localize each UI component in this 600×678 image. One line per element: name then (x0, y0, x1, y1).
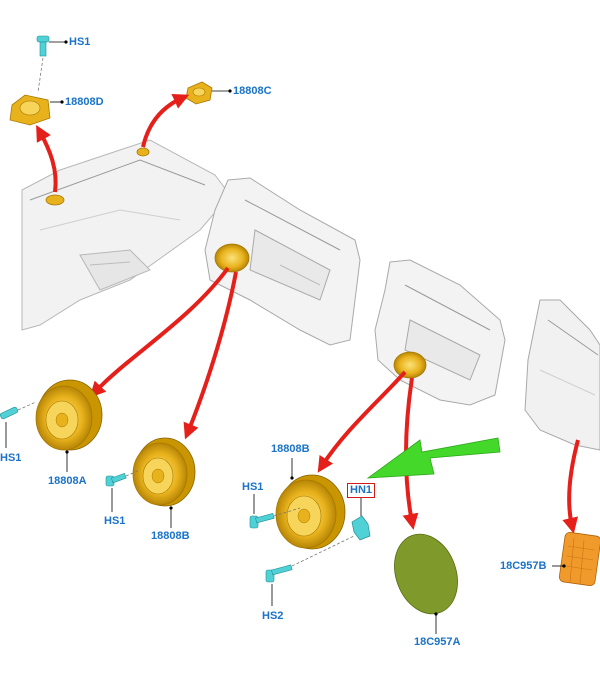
label-hn1: HN1 (347, 483, 376, 498)
centerline-hs2 (291, 535, 355, 567)
arrow-front-door-to-18808a (89, 266, 230, 398)
pad-18c957b (558, 531, 600, 587)
arrow-front-door-to-18808b (183, 271, 238, 440)
dash-speaker-location-left (45, 194, 65, 206)
tweeter-18808d (9, 94, 51, 126)
arrow-dash-to-18808c (141, 94, 190, 148)
foam-pad-18c957a (394, 533, 458, 615)
label-hs2: HS2 (262, 610, 284, 622)
dash-speaker-location-center (136, 147, 150, 157)
label-18808d: 18808D (65, 96, 104, 108)
label-hs1-top: HS1 (69, 36, 91, 48)
centerline-hs1-middle (125, 469, 141, 477)
screw-hs1-left (0, 406, 19, 420)
label-hs1-left: HS1 (0, 452, 22, 464)
leader-dot-18808d (60, 100, 64, 104)
arrow-dash-to-18808d (36, 125, 58, 193)
screw-hs1-middle (105, 472, 127, 487)
speaker-18808b-middle (132, 437, 196, 507)
label-18808b-middle: 18808B (151, 530, 190, 542)
screw-hs1-top (36, 35, 50, 57)
label-18808a: 18808A (48, 475, 87, 487)
leader-dot-18c957b (562, 564, 566, 568)
leader-dot-18808b-middle (169, 506, 173, 510)
centerline-hs1-left (17, 401, 37, 411)
speaker-18808a (35, 379, 103, 451)
label-18808c: 18808C (233, 85, 272, 97)
label-hs1-middle: HS1 (104, 515, 126, 527)
front-door-speaker-location (214, 243, 250, 273)
label-18808b-right: 18808B (271, 443, 310, 455)
screw-hs1-right (249, 513, 275, 529)
rear-door-speaker-location (393, 351, 427, 379)
leader-dot-18c957a (434, 612, 438, 616)
leader-dot-18808b-right (290, 476, 294, 480)
rear-quarter-trim-panel (524, 299, 600, 451)
screw-hs2 (265, 564, 293, 583)
leader-dot-18808c (228, 89, 232, 93)
leader-dot-18808a (65, 450, 69, 454)
front-door-trim-panel (204, 177, 361, 346)
instrument-panel-outline (21, 139, 231, 331)
label-18c957b: 18C957B (500, 560, 547, 572)
centerline-hs1-right (273, 507, 301, 517)
tweeter-18808c (185, 81, 213, 105)
label-hs1-right: HS1 (242, 481, 264, 493)
nut-hn1-clip (351, 515, 371, 541)
arrow-rear-quarter-to-18c957b (562, 439, 580, 534)
leader-dot-hs1-top (64, 40, 68, 44)
green-pointer-arrow (366, 437, 501, 479)
label-18c957a: 18C957A (414, 636, 461, 648)
speaker-18808b-right (275, 474, 346, 550)
arrow-rear-door-to-18808b (317, 370, 407, 473)
centerline-hs1-top (37, 57, 44, 93)
